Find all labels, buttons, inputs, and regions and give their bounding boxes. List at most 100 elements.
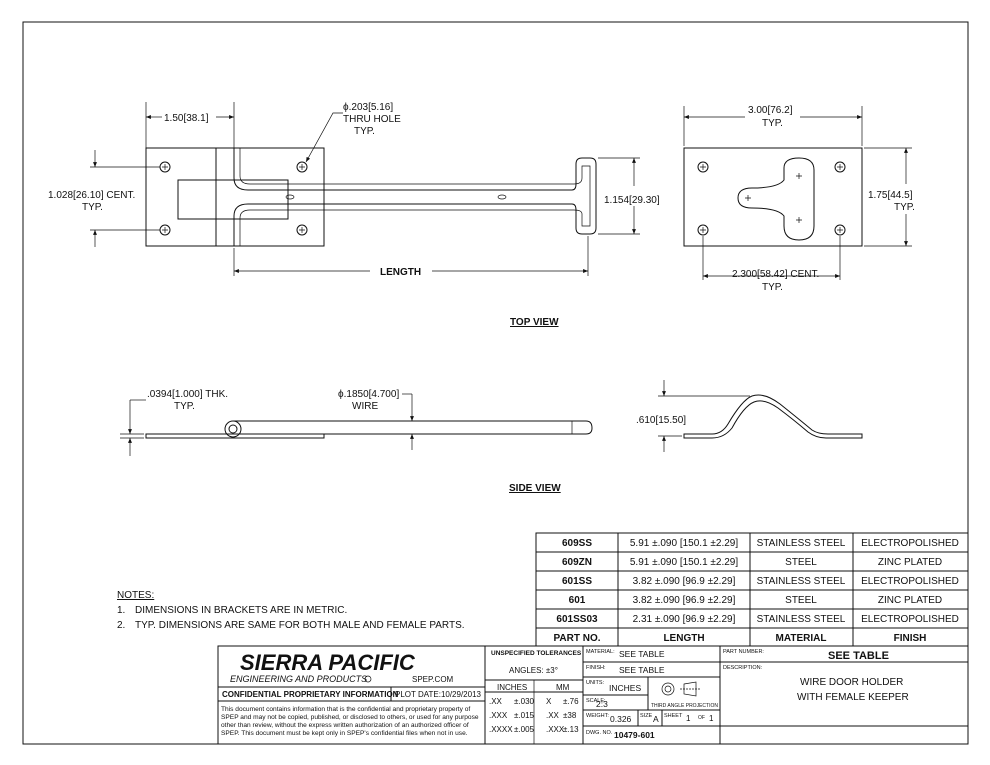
dim-length: LENGTH <box>380 267 421 278</box>
parts-row: 609ZN 5.91 ±.090 [150.1 ±2.29] STEEL ZIN… <box>562 557 942 568</box>
svg-text:5.91 ±.090 [150.1 ±2.29]: 5.91 ±.090 [150.1 ±2.29] <box>630 538 739 549</box>
note-number: 1. <box>117 605 126 616</box>
svg-text:±38: ±38 <box>563 711 577 720</box>
tolerance-inches-label: INCHES <box>497 683 527 692</box>
svg-text:SPEP. This document must be ke: SPEP. This document must be kept only in… <box>221 730 468 737</box>
svg-text:ELECTROPOLISHED: ELECTROPOLISHED <box>861 576 959 587</box>
svg-text:SPEP and may not be copied, pu: SPEP and may not be copied, published, o… <box>221 714 479 721</box>
tolerance-angles: ANGLES: ±3° <box>509 666 558 675</box>
svg-text:601: 601 <box>569 595 586 606</box>
dwg-label: DWG. NO. <box>586 730 613 736</box>
svg-text:609SS: 609SS <box>562 538 592 549</box>
top-view-keeper: 3.00[76.2] TYP. 1.75[44.5] TYP. 2.300[58… <box>683 105 915 293</box>
finish-label: FINISH: <box>586 665 606 671</box>
weight-label: WEIGHT: <box>586 713 609 719</box>
tolerance-mm-label: MM <box>556 683 570 692</box>
svg-text:other than review, without the: other than review, without the express w… <box>221 722 469 729</box>
side-view-title: SIDE VIEW <box>509 483 561 494</box>
parts-row: 601 3.82 ±.090 [96.9 ±2.29] STEEL ZINC P… <box>569 595 942 606</box>
svg-text:±.13: ±.13 <box>563 725 579 734</box>
dim-keeper-height-typ: TYP. <box>894 202 915 213</box>
tolerances-title: UNSPECIFIED TOLERANCES <box>491 650 582 657</box>
dim-hole-line2: THRU HOLE <box>343 114 401 125</box>
tolerance-inch-rows: .XX±.030 .XXX±.015 .XXXX±.005 <box>489 697 535 734</box>
company-sub: ENGINEERING AND PRODUCTS <box>230 674 367 684</box>
svg-text:±.005: ±.005 <box>514 725 535 734</box>
note-number: 2. <box>117 620 126 631</box>
dim-keeper-height: 1.75[44.5] <box>868 190 913 201</box>
svg-text:FINISH: FINISH <box>894 633 927 644</box>
finish-value: SEE TABLE <box>619 665 665 675</box>
disclaimer: This document contains information that … <box>221 706 479 737</box>
registered-mark <box>364 675 372 683</box>
keeper-boss <box>737 157 815 241</box>
dim-cent: 1.028[26.10] CENT. <box>48 190 135 201</box>
svg-text:601SS03: 601SS03 <box>556 614 598 625</box>
third-angle-projection-icon <box>661 681 700 697</box>
confidential-title: CONFIDENTIAL PROPRIETARY INFORMATION <box>222 690 399 699</box>
svg-text:ELECTROPOLISHED: ELECTROPOLISHED <box>861 538 959 549</box>
of-label: OF <box>698 715 705 721</box>
scale-label: SCALE: <box>586 698 606 704</box>
dim-thk-typ: TYP. <box>174 401 195 412</box>
mounting-holes <box>159 161 308 236</box>
svg-text:ELECTROPOLISHED: ELECTROPOLISHED <box>861 614 959 625</box>
side-view-holder: .0394[1.000] THK. TYP. ϕ.1850[4.700] WIR… <box>120 389 593 456</box>
description-line1: WIRE DOOR HOLDER <box>800 677 903 688</box>
top-view-title: TOP VIEW <box>510 317 559 328</box>
svg-text:STEEL: STEEL <box>785 557 817 568</box>
parts-table: 609SS 5.91 ±.090 [150.1 ±2.29] STAINLESS… <box>535 532 969 647</box>
svg-text:ZINC PLATED: ZINC PLATED <box>878 557 942 568</box>
svg-text:±.030: ±.030 <box>514 697 535 706</box>
side-wire <box>233 420 593 435</box>
dim-wire-label: WIRE <box>352 401 378 412</box>
parts-row: 609SS 5.91 ±.090 [150.1 ±2.29] STAINLESS… <box>562 538 959 549</box>
tolerance-mm-rows: X±.76 .XX±38 .XXX±.13 <box>546 697 579 734</box>
units-value: INCHES <box>609 683 641 693</box>
dim-keeper-width-typ: TYP. <box>762 118 783 129</box>
notes: NOTES: 1.DIMENSIONS IN BRACKETS ARE IN M… <box>117 588 465 633</box>
side-plate <box>145 433 325 439</box>
svg-text:±.015: ±.015 <box>514 711 535 720</box>
svg-text:This document contains informa: This document contains information that … <box>221 706 470 713</box>
svg-text:3.82 ±.090 [96.9 ±2.29]: 3.82 ±.090 [96.9 ±2.29] <box>633 576 736 587</box>
dim-wire: ϕ.1850[4.700] <box>338 389 399 400</box>
dim-keeper-cent-typ: TYP. <box>762 282 783 293</box>
svg-text:.XX: .XX <box>546 711 560 720</box>
svg-text:609ZN: 609ZN <box>562 557 592 568</box>
holder-plate <box>145 147 325 247</box>
projection-label: THIRD ANGLE PROJECTION <box>651 703 718 709</box>
svg-text:3.82 ±.090 [96.9 ±2.29]: 3.82 ±.090 [96.9 ±2.29] <box>633 595 736 606</box>
parts-row: 601SS 3.82 ±.090 [96.9 ±2.29] STAINLESS … <box>562 576 959 587</box>
material-label: MATERIAL: <box>586 649 615 655</box>
svg-text:STAINLESS STEEL: STAINLESS STEEL <box>757 614 846 625</box>
material-value: SEE TABLE <box>619 649 665 659</box>
part-number-label: PART NUMBER: <box>723 649 764 655</box>
svg-text:STAINLESS STEEL: STAINLESS STEEL <box>757 576 846 587</box>
svg-text:PART NO.: PART NO. <box>553 633 600 644</box>
svg-text:MATERIAL: MATERIAL <box>776 633 827 644</box>
dwg-value: 10479-601 <box>614 730 655 740</box>
svg-text:.XXX: .XXX <box>489 711 508 720</box>
holder-slot <box>177 179 289 220</box>
description-label: DESCRIPTION: <box>723 665 763 671</box>
svg-text:.XX: .XX <box>489 697 503 706</box>
dim-thk: .0394[1.000] THK. <box>147 389 228 400</box>
note-text: DIMENSIONS IN BRACKETS ARE IN METRIC. <box>135 605 348 616</box>
plot-date: PLOT DATE:10/29/2013 <box>395 690 482 699</box>
svg-text:X: X <box>546 697 552 706</box>
units-label: UNITS: <box>586 680 605 686</box>
svg-text:ZINC PLATED: ZINC PLATED <box>878 595 942 606</box>
dim-hole: ϕ.203[5.16] <box>343 102 393 113</box>
of-value: 1 <box>709 714 714 723</box>
weight-value: 0.326 <box>610 714 632 724</box>
company-website: SPEP.COM <box>412 675 454 684</box>
size-value: A <box>653 714 659 724</box>
sheet-label: SHEET <box>664 713 683 719</box>
note-text: TYP. DIMENSIONS ARE SAME FOR BOTH MALE A… <box>135 620 465 631</box>
dim-keeper-side: .610[15.50] <box>636 415 686 426</box>
holder-wire <box>233 148 597 246</box>
note-item: 2. TYP. DIMENSIONS ARE SAME FOR BOTH MALE… <box>117 618 465 633</box>
svg-text:2.31 ±.090 [96.9 ±2.29]: 2.31 ±.090 [96.9 ±2.29] <box>633 614 736 625</box>
